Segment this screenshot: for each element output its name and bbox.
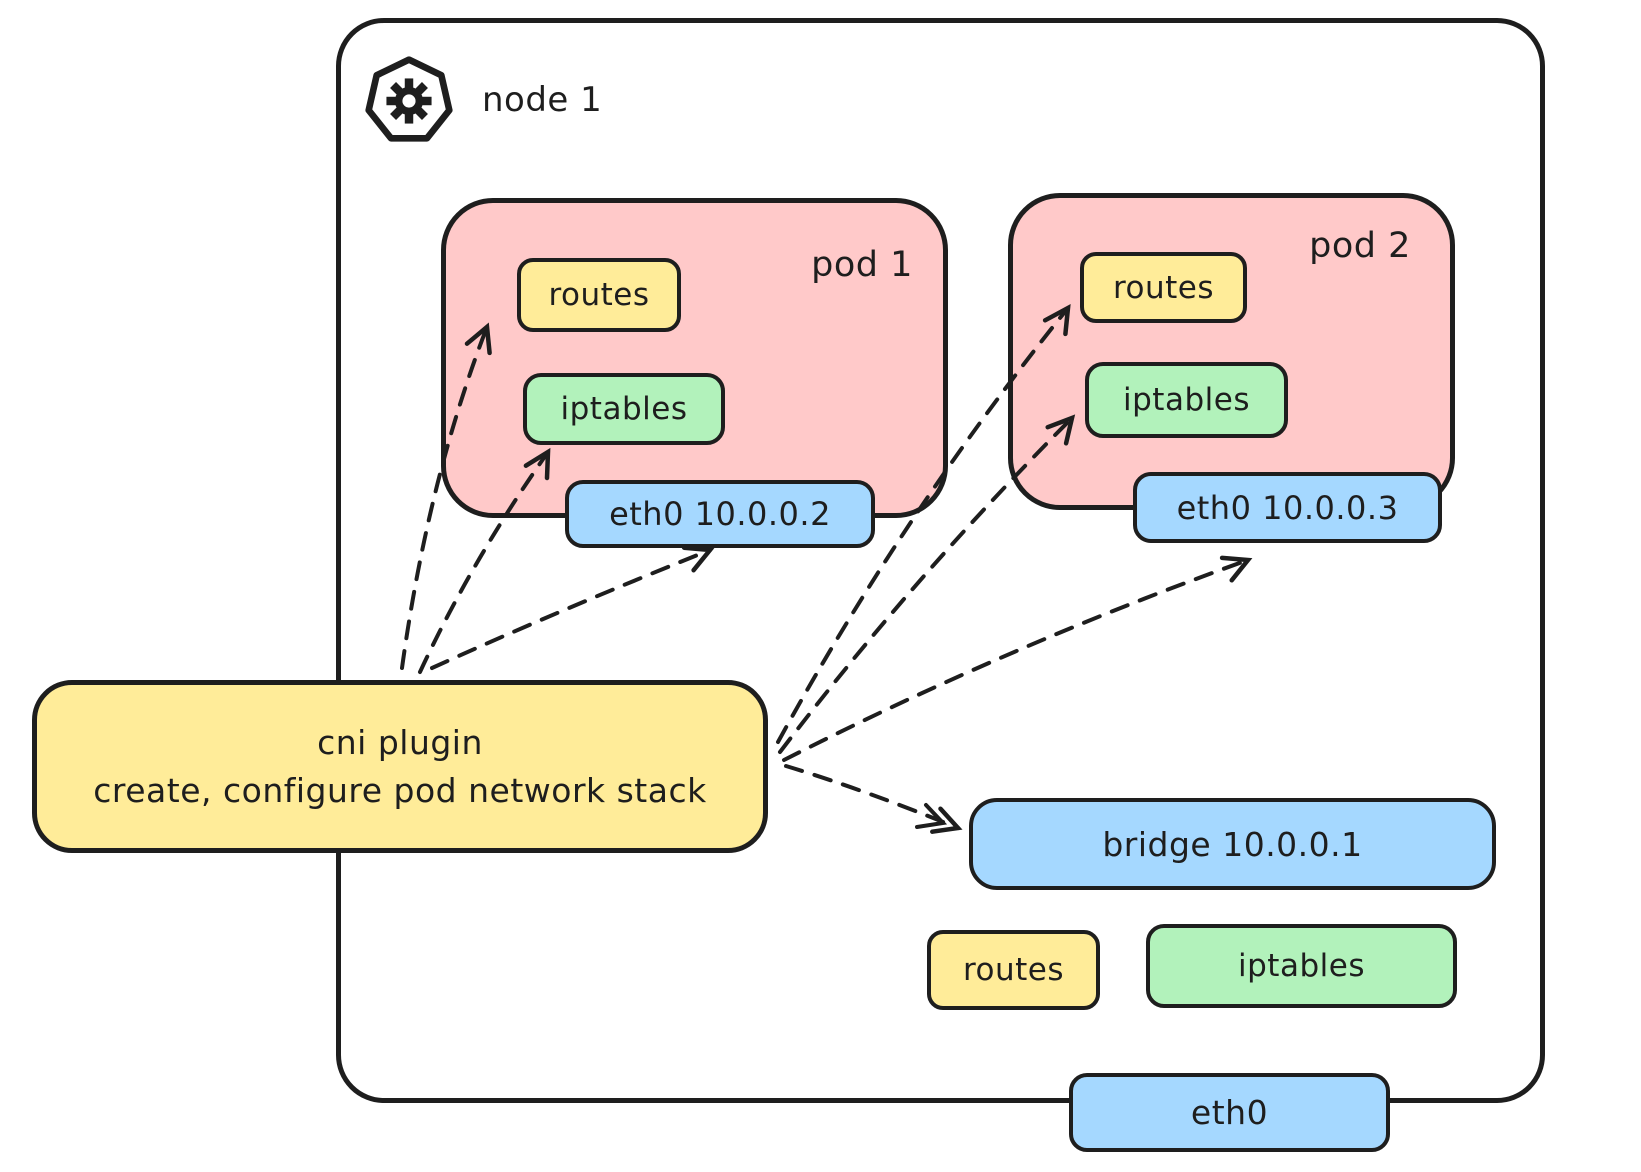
pod2-eth0-label: eth0 10.0.0.3 [1176,488,1399,527]
pod2-routes-chip: routes [1080,252,1247,323]
pod1-routes-chip: routes [517,258,681,332]
pod1-eth0-label: eth0 10.0.0.2 [609,495,831,533]
pod2-routes-label: routes [1112,269,1215,306]
cni-plugin-subtitle: create, configure pod network stack [93,770,707,810]
pod1-iptables-label: iptables [560,391,688,427]
pod1-routes-label: routes [548,277,650,313]
pod2-iptables-label: iptables [1123,382,1250,418]
cni-plugin-box: cni plugin create, configure pod network… [32,680,768,853]
heptagon-outline [365,56,453,142]
pod2-eth0-chip: eth0 10.0.0.3 [1133,472,1442,543]
cni-plugin-title: cni plugin [317,722,483,762]
pod2-label: pod 2 [1309,226,1411,266]
node-label: node 1 [482,80,603,120]
host-iptables-label: iptables [1238,948,1365,984]
pod1-eth0-chip: eth0 10.0.0.2 [565,480,875,548]
pod1-iptables-chip: iptables [523,373,725,445]
host-eth0-label: eth0 [1190,1093,1269,1132]
host-eth0-chip: eth0 [1069,1073,1390,1152]
host-iptables-chip: iptables [1146,924,1457,1008]
gear-glyph [386,78,432,124]
pod1-label: pod 1 [811,245,913,285]
host-routes-label: routes [962,952,1065,988]
bridge-chip: bridge 10.0.0.1 [969,798,1496,890]
kubernetes-icon [362,54,456,148]
bridge-label: bridge 10.0.0.1 [1102,824,1363,864]
host-routes-chip: routes [927,930,1100,1010]
pod2-iptables-chip: iptables [1085,362,1288,438]
